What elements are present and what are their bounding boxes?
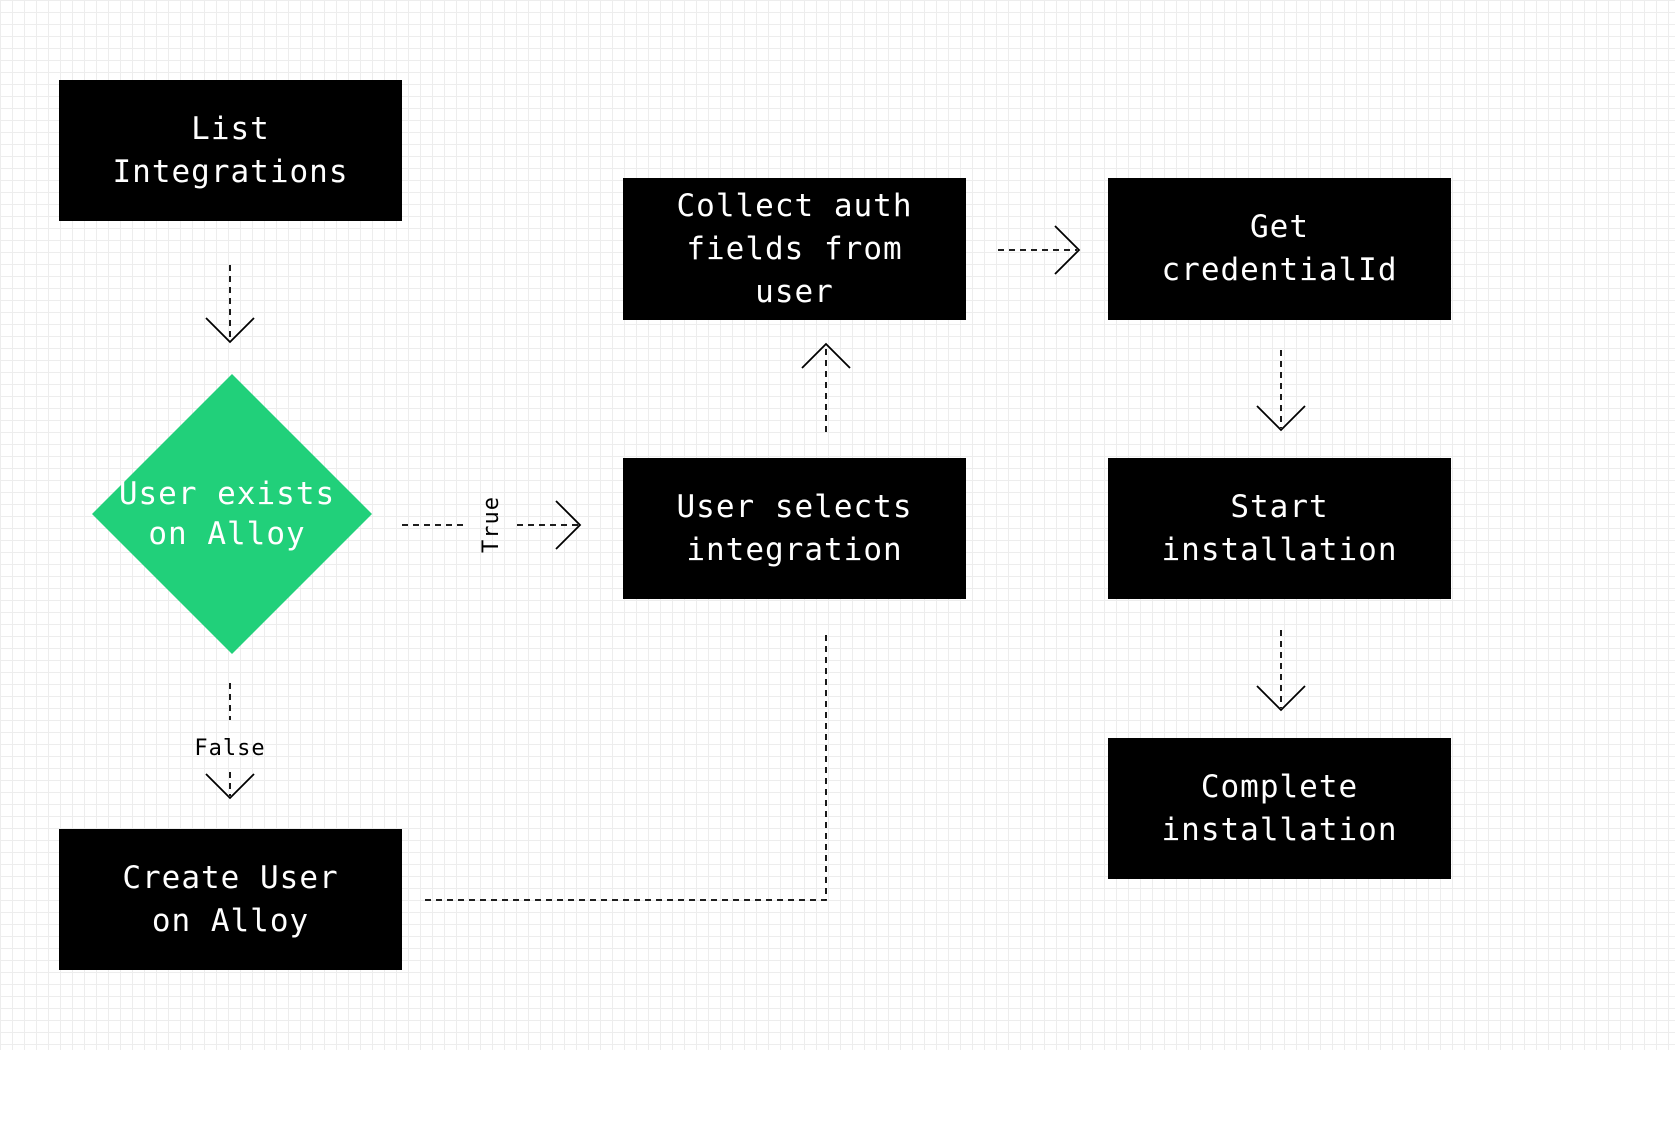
node-start-installation: Start installation <box>1108 458 1451 599</box>
node-get-credential: Get credentialId <box>1108 178 1451 320</box>
edge-label-true: True <box>479 496 504 553</box>
edge-create-user-to-user-selects <box>425 635 827 901</box>
node-complete-installation: Complete installation <box>1108 738 1451 879</box>
edge-list-to-decision <box>205 265 255 344</box>
node-user-exists-label: User exists on Alloy <box>118 476 336 552</box>
node-collect-auth: Collect auth fields from user <box>623 178 966 320</box>
edge-decision-to-create-user <box>205 683 255 800</box>
decision-diamond <box>92 374 372 654</box>
edge-collect-auth-to-get-credential <box>998 225 1081 275</box>
edge-start-to-complete <box>1256 630 1306 712</box>
node-user-selects: User selects integration <box>623 458 966 599</box>
node-list-integrations: List Integrations <box>59 80 402 221</box>
edge-label-false: False <box>194 736 266 761</box>
edge-user-selects-to-collect-auth <box>801 342 851 432</box>
edge-decision-to-user-selects <box>402 500 582 550</box>
edge-get-credential-to-start <box>1256 350 1306 432</box>
node-create-user: Create User on Alloy <box>59 829 402 970</box>
